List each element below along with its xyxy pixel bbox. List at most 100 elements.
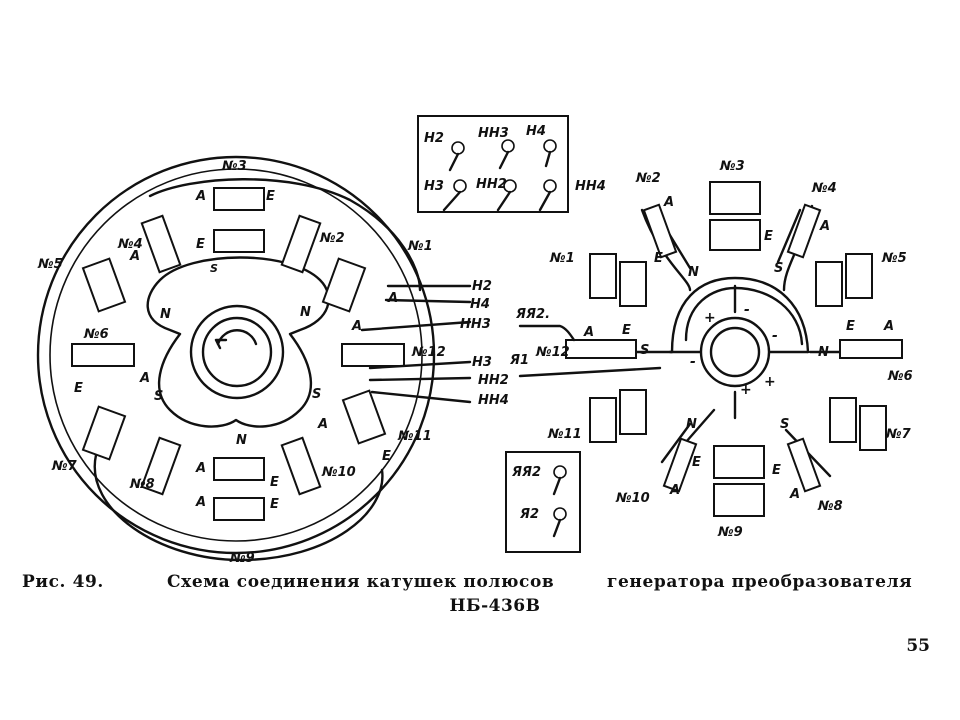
pole-letter-e: E	[654, 251, 663, 266]
brush-sign-plus: +	[764, 374, 776, 390]
coil-5-box-b	[845, 253, 873, 299]
right-pole-letters: N N N S S S A A A A A A E E E E E E	[583, 195, 894, 502]
coil-label-9: №9	[229, 551, 255, 566]
terminal-block-bottom-frame	[505, 451, 581, 553]
right-schematic: + + + - - -	[509, 159, 913, 540]
terminal-row-1: H2 HH3 H4	[424, 124, 557, 172]
coil-9-box-b	[713, 483, 765, 517]
coil-3-box-b	[709, 219, 761, 251]
pole-letter-s: S	[780, 417, 789, 432]
terminal-label-h3: H3	[424, 179, 444, 194]
coil-3-top	[213, 187, 265, 211]
pole-letter-e: E	[772, 463, 781, 478]
top-connection-loop	[148, 178, 422, 292]
coil-10-slab	[280, 436, 322, 496]
terminal-label-hh3: HH3	[478, 126, 509, 141]
coil-4-strip	[786, 203, 822, 259]
coil-label-8: №8	[817, 499, 843, 514]
rotation-arrow-icon	[216, 329, 258, 346]
rotor-inner	[201, 316, 273, 388]
lead-hh3	[360, 320, 472, 332]
coil-label-1: №1	[407, 239, 433, 254]
brush-sign-plus: +	[740, 382, 752, 398]
lead-hh4	[370, 390, 472, 404]
coil-label-2: №2	[635, 171, 661, 186]
pole-letter-n: N	[236, 433, 247, 448]
figure-model: НБ-436В	[0, 596, 960, 616]
coil-3-bottom	[213, 229, 265, 253]
coil-9-box-a	[713, 445, 765, 479]
wire-label-hh3: HH3	[460, 317, 491, 332]
pole-letter-e: E	[266, 189, 275, 204]
coil-11-slab	[341, 389, 387, 445]
lead-hh2	[368, 376, 472, 382]
coil-7-box-b	[859, 405, 887, 451]
pole-letter-e: E	[196, 237, 205, 252]
pole-letter-n: N	[688, 265, 699, 280]
coil-12-slab	[341, 343, 405, 367]
left-coil-layout: №1 №2 №3 №4 №5 №6 №7 №8 №9 №10 №11 №12 H…	[36, 155, 509, 566]
terminal-label-hh2: HH2	[476, 177, 507, 192]
coil-3-box-a	[709, 181, 761, 215]
pole-letter-n: N	[686, 417, 697, 432]
figure-caption: Рис. 49.Схема соединения катушек полюсов…	[22, 572, 942, 592]
pole-letter-a: A	[195, 189, 206, 204]
pole-letter-a: A	[195, 495, 206, 510]
coil-label-2: №2	[319, 231, 345, 246]
coil-label-10: №10	[615, 491, 650, 506]
pole-letter-s: S	[640, 343, 649, 358]
pole-letter-a: A	[139, 371, 150, 386]
coil-label-9: №9	[717, 525, 743, 540]
rotor-outer	[189, 304, 285, 400]
coil-1-slab	[321, 257, 367, 313]
pole-letter-e: E	[764, 229, 773, 244]
pole-letter-s: S	[210, 262, 218, 275]
pole-letter-a: A	[883, 319, 894, 334]
terminal-block-bottom: ЯЯ2 Я2	[505, 451, 581, 553]
pole-letter-e: E	[270, 497, 279, 512]
coil-7-box-a	[829, 397, 857, 443]
brush-sign-plus: +	[704, 310, 716, 326]
lead-ya1	[518, 366, 662, 378]
lead-yay2	[518, 324, 576, 342]
pole-letter-e: E	[382, 449, 391, 464]
coil-label-10: №10	[321, 465, 356, 480]
coil-label-7: №7	[885, 427, 912, 442]
pole-letter-n: N	[818, 345, 829, 360]
terminal-label-h4: H4	[526, 124, 546, 139]
pole-letter-a: A	[195, 461, 206, 476]
right-coil-boxes	[589, 181, 887, 517]
coil-1-box-b	[619, 261, 647, 307]
lead-h4	[384, 298, 472, 304]
terminal-label-h2: H2	[424, 131, 444, 146]
coil-9-top	[213, 457, 265, 481]
pole-letter-n: N	[300, 305, 311, 320]
frame-ring-inner	[49, 168, 423, 542]
coil-5-slab	[81, 257, 127, 313]
pole-letter-a: A	[387, 291, 398, 306]
coil-label-8: №8	[129, 477, 155, 492]
page-number: 55	[906, 636, 930, 656]
coil-1-box-a	[589, 253, 617, 299]
figure-title: Схема соединения катушек полюсов	[167, 572, 555, 592]
pole-letter-s: S	[774, 261, 783, 276]
coil-label-6: №6	[887, 369, 913, 384]
coil-label-1: №1	[549, 251, 575, 266]
figure-title-continued: генератора преобразователя	[607, 572, 913, 592]
coil-2-strip	[642, 203, 678, 259]
stator-core	[146, 256, 330, 428]
pole-letter-e: E	[270, 475, 279, 490]
pole-letter-a: A	[351, 319, 362, 334]
terminal-label-hh4: HH4	[575, 179, 606, 194]
pole-letter-e: E	[846, 319, 855, 334]
wire-label-h4: H4	[470, 297, 490, 312]
coil-11-box-b	[619, 389, 647, 435]
wire-label-yay2: ЯЯ2.	[515, 307, 550, 322]
terminal-block-top: H2 HH3 H4 H3 HH2 HH4	[417, 115, 606, 213]
wire-label-hh2: HH2	[478, 373, 509, 388]
pole-letter-e: E	[692, 455, 701, 470]
coil-label-4: №4	[117, 237, 143, 252]
brush-sign-minus: -	[772, 328, 778, 344]
coil-label-12: №12	[411, 345, 446, 360]
